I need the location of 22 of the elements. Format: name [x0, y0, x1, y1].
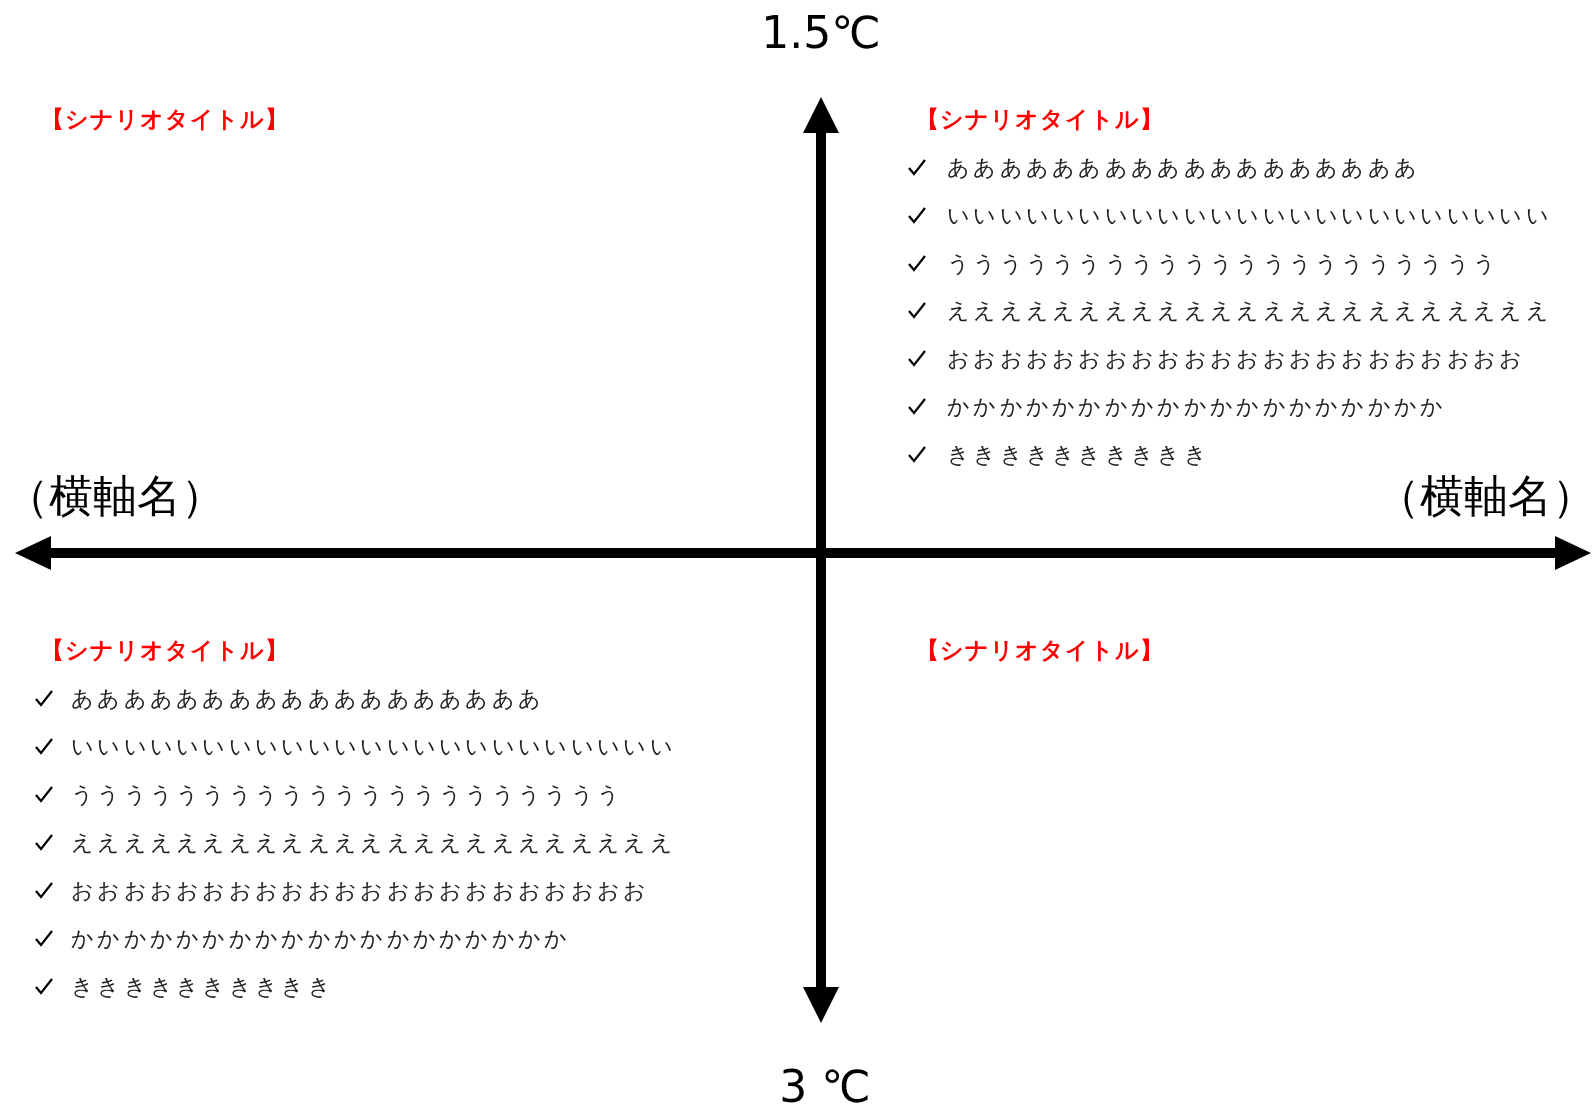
list-item: いいいいいいいいいいいいいいいいいいいいいいい [71, 733, 676, 761]
list-item: きききききききききき [71, 973, 334, 1001]
list-item: えええええええええええええええええええええええ [71, 829, 676, 857]
axis-label: 3 ℃ [779, 1060, 871, 1110]
list-item: かかかかかかかかかかかかかかかかかかか [71, 925, 571, 953]
list-item: えええええええええええええええええええええええ [947, 297, 1552, 325]
scenario-title: 【シナリオタイトル】 [41, 637, 289, 665]
list-item: ううううううううううううううううううううう [947, 250, 1500, 278]
scenario-title: 【シナリオタイトル】 [916, 106, 1164, 134]
list-item: いいいいいいいいいいいいいいいいいいいいいいい [947, 202, 1552, 230]
list-item: おおおおおおおおおおおおおおおおおおおおおお [71, 877, 650, 905]
list-item: おおおおおおおおおおおおおおおおおおおおおお [947, 345, 1526, 373]
scenario-title: 【シナリオタイトル】 [41, 106, 289, 134]
list-item: きききききききききき [947, 441, 1210, 469]
list-item: ああああああああああああああああああ [947, 154, 1421, 182]
list-item: ああああああああああああああああああ [71, 685, 545, 713]
axis-label: （横軸名） [5, 469, 225, 523]
axis-label: 1.5℃ [761, 6, 881, 60]
axis-label: （横軸名） [1376, 469, 1596, 523]
list-item: かかかかかかかかかかかかかかかかかかか [947, 393, 1447, 421]
scenario-title: 【シナリオタイトル】 [916, 637, 1164, 665]
list-item: ううううううううううううううううううううう [71, 781, 624, 809]
